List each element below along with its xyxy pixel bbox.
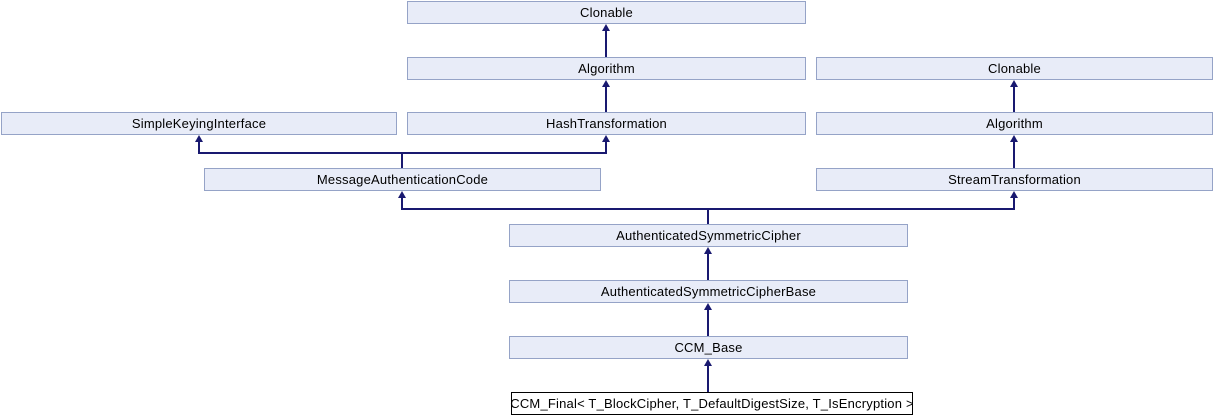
inheritance-arrow-icon bbox=[1010, 80, 1018, 87]
edge-line-cipher-base-to-cipher bbox=[707, 254, 709, 280]
edge-line-hash-transformation-to-algorithm bbox=[605, 87, 607, 112]
inheritance-arrow-icon bbox=[398, 191, 406, 198]
edge-line-ccm-final-to-ccm-base bbox=[707, 366, 709, 392]
class-node-authenticated-symmetric-cipher[interactable]: AuthenticatedSymmetricCipher bbox=[509, 224, 908, 247]
edge-line-cipher-to-mac-and-stream bbox=[1013, 198, 1015, 208]
inheritance-arrow-icon bbox=[602, 80, 610, 87]
class-node-algorithm-right[interactable]: Algorithm bbox=[816, 112, 1213, 135]
inheritance-arrow-icon bbox=[704, 247, 712, 254]
edge-line-mac-to-simple-keying-and-hash bbox=[401, 152, 403, 168]
class-node-clonable-right[interactable]: Clonable bbox=[816, 57, 1213, 80]
inheritance-arrow-icon bbox=[1010, 191, 1018, 198]
class-node-ccm-final: CCM_Final< T_BlockCipher, T_DefaultDiges… bbox=[510, 392, 914, 415]
edge-line-cipher-to-mac-and-stream bbox=[707, 208, 709, 224]
edge-line-algorithm-right-to-clonable-right bbox=[1013, 87, 1015, 112]
edge-line-mac-to-simple-keying-and-hash bbox=[605, 142, 607, 152]
class-node-stream-transformation[interactable]: StreamTransformation bbox=[816, 168, 1213, 191]
class-node-ccm-base[interactable]: CCM_Base bbox=[509, 336, 908, 359]
inheritance-arrow-icon bbox=[704, 359, 712, 366]
edge-line-stream-transformation-to-algorithm-right bbox=[1013, 142, 1015, 168]
class-node-clonable-top[interactable]: Clonable bbox=[407, 1, 806, 24]
inheritance-arrow-icon bbox=[704, 303, 712, 310]
inheritance-arrow-icon bbox=[602, 135, 610, 142]
class-node-authenticated-symmetric-cipher-base[interactable]: AuthenticatedSymmetricCipherBase bbox=[509, 280, 908, 303]
edge-line-mac-to-simple-keying-and-hash bbox=[198, 142, 200, 152]
inheritance-arrow-icon bbox=[1010, 135, 1018, 142]
class-node-hash-transformation[interactable]: HashTransformation bbox=[407, 112, 806, 135]
inheritance-arrow-icon bbox=[602, 24, 610, 31]
class-node-algorithm-mid[interactable]: Algorithm bbox=[407, 57, 806, 80]
inheritance-arrow-icon bbox=[195, 135, 203, 142]
class-node-simple-keying-interface[interactable]: SimpleKeyingInterface bbox=[1, 112, 397, 135]
edge-line-cipher-to-mac-and-stream bbox=[401, 198, 403, 208]
edge-line-algorithm-to-clonable-top bbox=[605, 31, 607, 57]
class-node-message-authentication-code[interactable]: MessageAuthenticationCode bbox=[204, 168, 601, 191]
edge-line-ccm-base-to-cipher-base bbox=[707, 310, 709, 336]
